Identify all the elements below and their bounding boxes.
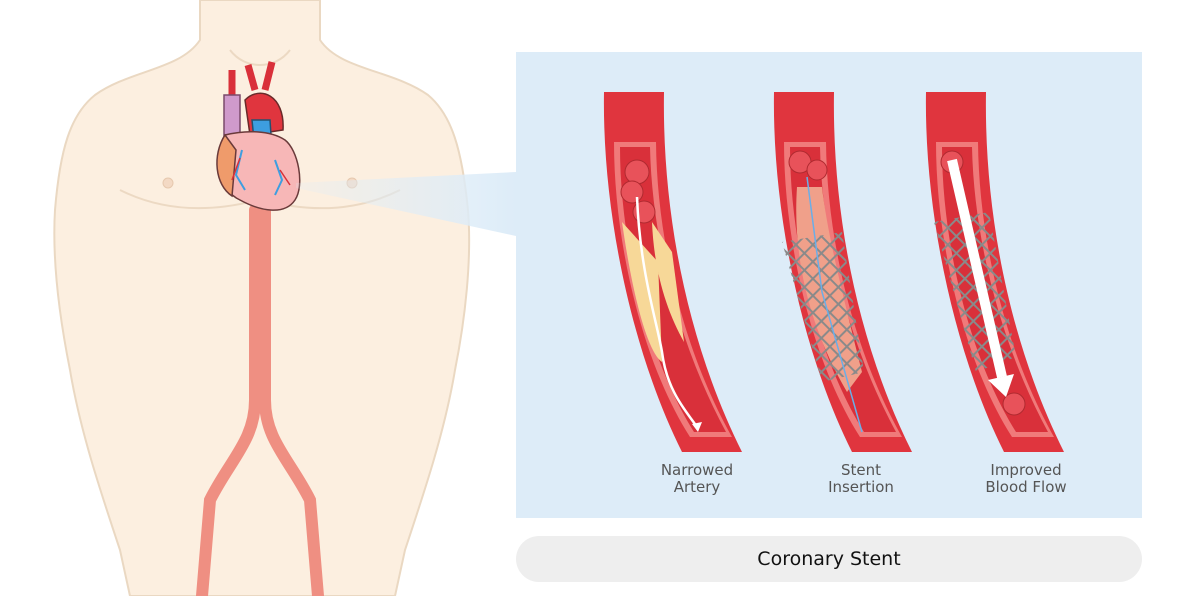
diagram-title: Coronary Stent [757, 548, 901, 570]
improved-blood-flow-illustration [914, 92, 1064, 452]
label-stent-insertion: Stent Insertion [828, 461, 894, 496]
aorta [196, 204, 324, 596]
heart [216, 61, 301, 211]
caption-bar: Coronary Stent [516, 536, 1142, 582]
narrowed-artery-illustration [592, 92, 742, 452]
human-torso-illustration [53, 0, 471, 596]
artery-detail-panel: Narrowed Artery Stent Insertion [516, 52, 1142, 518]
stent-insertion-illustration [762, 92, 912, 452]
label-narrowed-artery: Narrowed Artery [660, 461, 734, 496]
label-improved-blood-flow: Improved Blood Flow [985, 461, 1067, 496]
